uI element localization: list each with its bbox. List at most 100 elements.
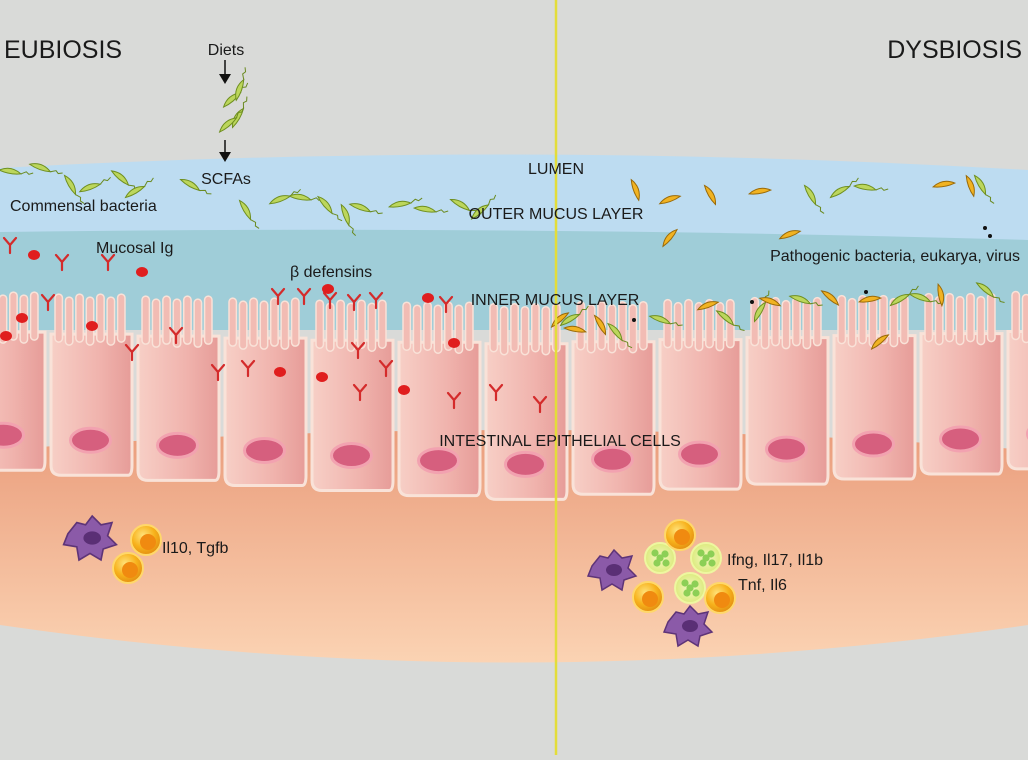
microvillus: [107, 297, 114, 345]
microvillus: [848, 299, 855, 347]
microvillus: [587, 305, 594, 353]
microvillus: [184, 296, 191, 344]
diets-label: Diets: [208, 42, 244, 59]
microvillus: [532, 304, 539, 352]
microvillus: [793, 298, 800, 346]
microvillus: [76, 294, 83, 342]
epithelial-cell: [834, 296, 915, 479]
cell-body: [0, 332, 45, 470]
microvillus: [10, 292, 17, 340]
microvillus: [31, 292, 38, 340]
microvillus: [838, 296, 845, 344]
microvillus: [326, 303, 333, 351]
microvillus: [271, 298, 278, 346]
nucleus: [419, 449, 459, 473]
nucleus: [0, 423, 24, 447]
nucleus: [941, 427, 981, 451]
microvillus: [490, 304, 497, 352]
microvillus: [956, 297, 963, 345]
microvillus: [1022, 295, 1028, 343]
microvillus: [97, 294, 104, 342]
microvillus: [152, 299, 159, 347]
microvillus: [368, 303, 375, 351]
microvillus: [281, 301, 288, 349]
mucosal-ig-label: Mucosal Ig: [96, 240, 173, 257]
epithelial-cell: [312, 300, 393, 490]
microvillus: [142, 296, 149, 344]
microvillus: [163, 296, 170, 344]
epithelial-cell: [747, 298, 828, 484]
microvillus: [413, 305, 420, 353]
nucleus: [71, 428, 111, 452]
epithelium: [0, 292, 1028, 500]
microvillus: [500, 307, 507, 355]
epithelial-cell: [138, 296, 219, 480]
defensin-dot: [322, 284, 334, 294]
microvillus: [716, 303, 723, 351]
microvillus: [640, 302, 647, 350]
epithelial-cell: [921, 294, 1002, 474]
microvillus: [782, 301, 789, 349]
microvillus: [859, 296, 866, 344]
lymphocyte-cell: [113, 553, 143, 583]
virus-particle: [988, 234, 992, 238]
microvillus: [194, 299, 201, 347]
microvillus: [260, 301, 267, 349]
microvillus: [358, 300, 365, 348]
defensin-dot: [398, 385, 410, 395]
epithelial-cell: [660, 300, 741, 490]
microvillus: [65, 297, 72, 345]
microvillus: [890, 299, 897, 347]
lymphocyte-cell: [665, 520, 695, 550]
microvillus: [250, 298, 257, 346]
eubiosis-title: EUBIOSIS: [4, 36, 122, 64]
epithelial-cell: [225, 298, 306, 485]
microvillus: [424, 302, 431, 350]
lymphocyte-cell: [633, 582, 663, 612]
defensin-dot: [86, 321, 98, 331]
virus-particle: [750, 300, 754, 304]
microvillus: [466, 302, 473, 350]
microvillus: [292, 298, 299, 346]
microvillus: [967, 294, 974, 342]
defensin-dot: [28, 250, 40, 260]
microvillus: [629, 305, 636, 353]
cell-body: [51, 334, 132, 475]
inner-mucus-label: INNER MUCUS LAYER: [471, 292, 640, 309]
pathogenic-label: Pathogenic bacteria, eukarya, virus: [770, 248, 1020, 265]
defensins-label: β defensins: [290, 264, 372, 281]
defensin-dot: [448, 338, 460, 348]
microvillus: [229, 298, 236, 346]
nucleus: [506, 452, 546, 476]
microvillus: [1012, 292, 1019, 340]
cell-body: [921, 334, 1002, 474]
microvillus: [977, 297, 984, 345]
microvillus: [511, 304, 518, 352]
granulocyte-cell: [691, 543, 721, 573]
nucleus: [593, 447, 633, 471]
nucleus: [767, 437, 807, 461]
cytokines-left-label: Il10, Tgfb: [162, 540, 229, 557]
dysbiosis-title: DYSBIOSIS: [887, 36, 1022, 64]
commensal-bacteria-label: Commensal bacteria: [10, 198, 157, 215]
epithelial-cell: [399, 302, 480, 495]
virus-particle: [864, 290, 868, 294]
nucleus: [245, 438, 285, 462]
cell-body: [834, 336, 915, 479]
cytokines-right-label-1: Ifng, Il17, Il1b: [727, 552, 823, 569]
nucleus: [854, 432, 894, 456]
lymphocyte-cell: [131, 525, 161, 555]
granulocyte-cell: [675, 573, 705, 603]
microvillus: [901, 296, 908, 344]
microvillus: [803, 301, 810, 349]
outer-mucus-label: OUTER MUCUS LAYER: [469, 206, 644, 223]
microvillus: [869, 299, 876, 347]
microvillus: [316, 300, 323, 348]
microvillus: [542, 307, 549, 355]
virus-particle: [632, 318, 636, 322]
microvillus: [337, 300, 344, 348]
nucleus: [332, 444, 372, 468]
lymphocyte-cell: [705, 583, 735, 613]
